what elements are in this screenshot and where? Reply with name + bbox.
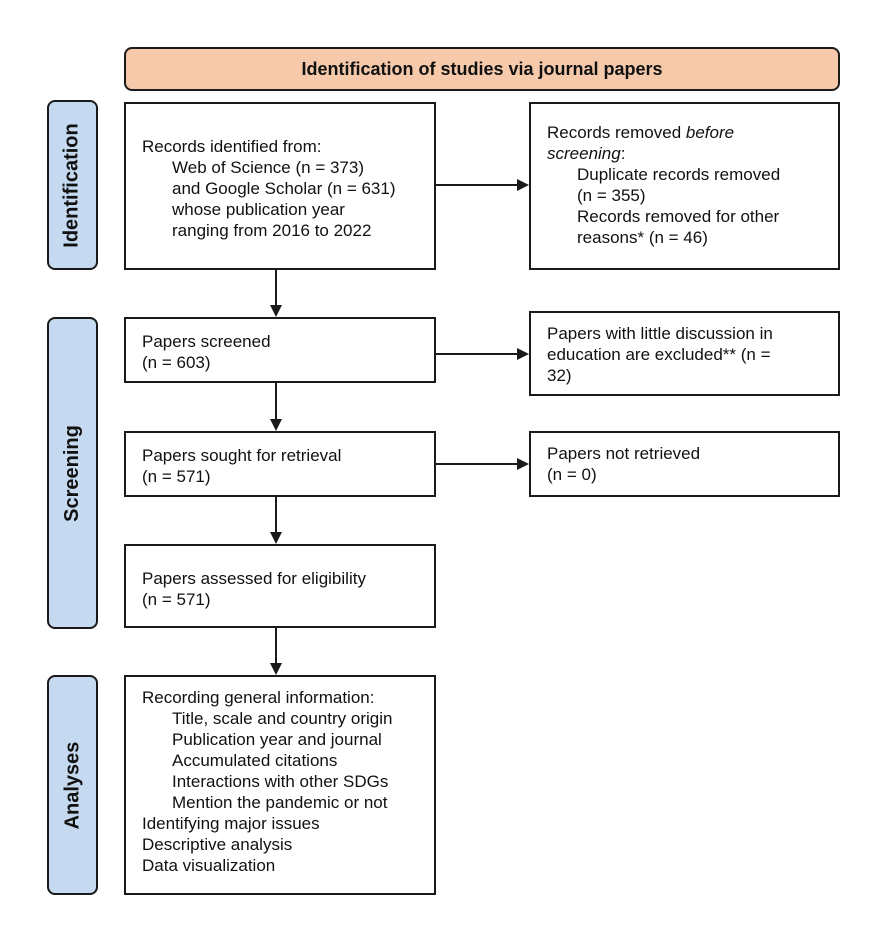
papers-assessed-box: Papers assessed for eligibility (n = 571…	[124, 544, 436, 628]
analyses-item: Data visualization	[142, 856, 276, 875]
arrow-to-analyses-line	[275, 628, 277, 663]
records-identified-line: ranging from 2016 to 2022	[172, 221, 372, 240]
records-removed-item: Duplicate records removed	[577, 165, 781, 184]
analyses-sub-item: Publication year and journal	[172, 730, 382, 749]
papers-sought-box: Papers sought for retrieval (n = 571)	[124, 431, 436, 497]
analyses-sub-item: Interactions with other SDGs	[172, 772, 389, 791]
papers-assessed-line: (n = 571)	[142, 590, 211, 609]
papers-not-retrieved-box: Papers not retrieved (n = 0)	[529, 431, 840, 497]
header-banner: Identification of studies via journal pa…	[124, 47, 840, 91]
arrow-not-retrieved-line	[436, 463, 517, 465]
records-removed-title: Records removed before	[547, 122, 838, 143]
papers-excluded-line: Papers with little discussion in	[547, 324, 773, 343]
papers-excluded-box: Papers with little discussion in educati…	[529, 311, 840, 396]
arrow-to-analyses-head	[270, 663, 282, 675]
analyses-sub-item: Accumulated citations	[172, 751, 338, 770]
phase-identification: Identification	[47, 100, 98, 270]
arrow-to-assessed-line	[275, 497, 277, 532]
analyses-sub-item: Title, scale and country origin	[172, 709, 393, 728]
analyses-sub-item: Mention the pandemic or not	[172, 793, 388, 812]
records-removed-item: Records removed for other	[577, 207, 780, 226]
records-identified-line: whose publication year	[172, 200, 345, 219]
papers-screened-line: (n = 603)	[142, 353, 211, 372]
papers-excluded-line: education are excluded** (n =	[547, 345, 771, 364]
analyses-item: Descriptive analysis	[142, 835, 293, 854]
records-identified-box: Records identified from: Web of Science …	[124, 102, 436, 270]
papers-sought-line: Papers sought for retrieval	[142, 446, 342, 465]
records-identified-line: and Google Scholar (n = 631)	[172, 179, 396, 198]
arrow-to-screened-head	[270, 305, 282, 317]
analyses-box: Recording general information: Title, sc…	[124, 675, 436, 895]
records-identified-line: Web of Science (n = 373)	[172, 158, 364, 177]
records-removed-item: reasons* (n = 46)	[577, 228, 708, 247]
papers-sought-line: (n = 571)	[142, 467, 211, 486]
arrow-to-screened-line	[275, 270, 277, 305]
arrow-to-assessed-head	[270, 532, 282, 544]
records-removed-title-em-2: screening	[547, 144, 621, 163]
analyses-item: Identifying major issues	[142, 814, 320, 833]
arrow-removed-line	[436, 184, 517, 186]
papers-not-retrieved-line: (n = 0)	[547, 465, 597, 484]
arrow-not-retrieved-head	[517, 458, 529, 470]
papers-screened-line: Papers screened	[142, 332, 271, 351]
arrow-removed-head	[517, 179, 529, 191]
records-removed-title-tail: :	[620, 144, 626, 163]
papers-not-retrieved-line: Papers not retrieved	[547, 444, 701, 463]
phase-screening: Screening	[47, 317, 98, 629]
arrow-excluded-head	[517, 348, 529, 360]
arrow-to-sought-head	[270, 419, 282, 431]
records-removed-box: Records removed before screening: Duplic…	[529, 102, 840, 270]
arrow-to-sought-line	[275, 383, 277, 419]
papers-excluded-line: 32)	[547, 366, 572, 385]
records-identified-line: Records identified from:	[142, 137, 322, 156]
header-title: Identification of studies via journal pa…	[301, 58, 663, 79]
phase-analyses: Analyses	[47, 675, 98, 895]
records-removed-title-2: screening:	[547, 143, 838, 164]
phase-identification-label: Identification	[61, 122, 84, 248]
papers-screened-box: Papers screened (n = 603)	[124, 317, 436, 383]
records-removed-title-text: Records removed	[547, 123, 686, 142]
papers-assessed-line: Papers assessed for eligibility	[142, 569, 366, 588]
arrow-excluded-line	[436, 353, 517, 355]
analyses-heading: Recording general information:	[142, 688, 375, 707]
phase-screening-label: Screening	[61, 424, 84, 522]
records-removed-title-em: before	[685, 123, 735, 142]
phase-analyses-label: Analyses	[61, 741, 83, 829]
records-removed-item: (n = 355)	[577, 186, 646, 205]
